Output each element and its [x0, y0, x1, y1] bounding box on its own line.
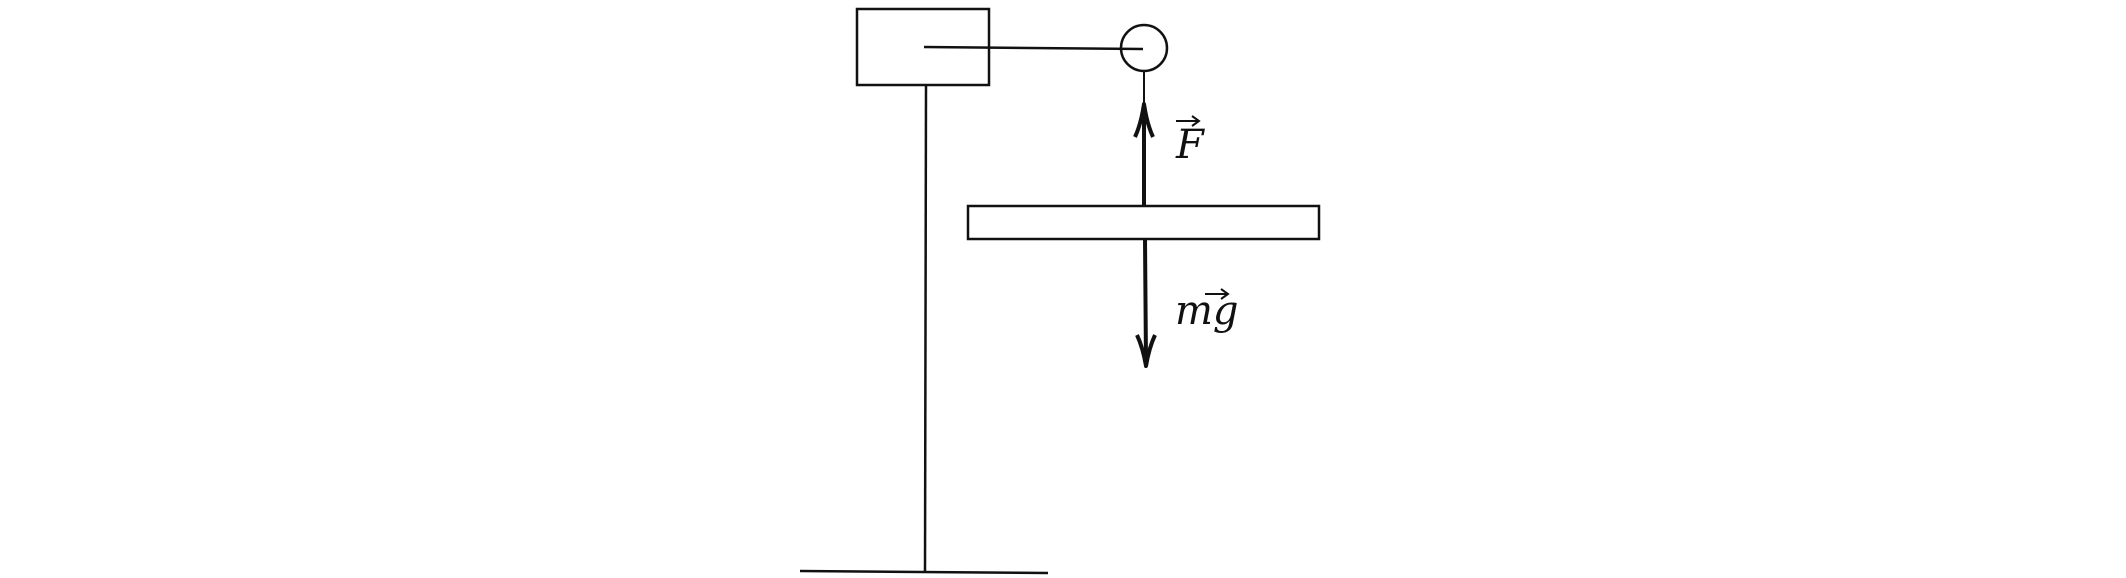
- label-f-group: F: [1175, 115, 1205, 168]
- support-rod: [923, 45, 1144, 51]
- label-mg-group: mg: [1175, 288, 1239, 334]
- plate: [966, 204, 1321, 241]
- vector-arrow-icon: [1176, 115, 1201, 127]
- force-arrow-up: [1133, 102, 1155, 205]
- stand-pole: [923, 85, 928, 573]
- ground-line: [799, 569, 1049, 575]
- label-f: F: [1175, 122, 1205, 168]
- label-mg: mg: [1175, 288, 1239, 334]
- force-arrow-down: [1135, 238, 1157, 368]
- vector-arrow-icon: [1205, 288, 1230, 300]
